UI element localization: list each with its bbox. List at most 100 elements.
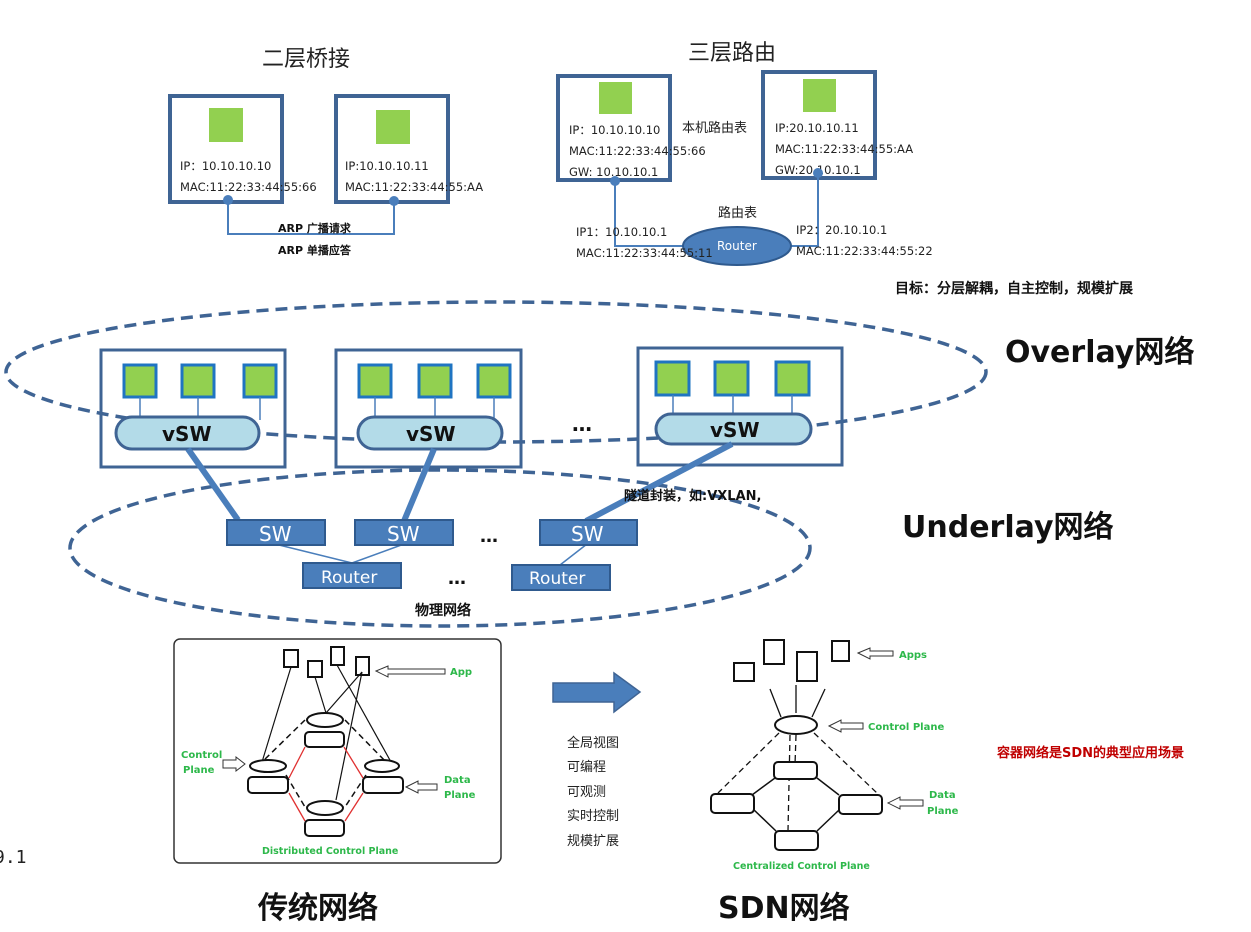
data-node	[247, 776, 289, 794]
vsw-3	[654, 412, 813, 446]
benefit-item: 可编程	[567, 760, 606, 775]
router-if2-mac: MAC:11:22:33:44:55:22	[796, 244, 933, 258]
l2-host-a-vm-icon	[209, 108, 243, 142]
app-box	[330, 646, 345, 666]
l3-host-a-mac: MAC:11:22:33:44:55:66	[569, 144, 706, 158]
underlay-switch-2	[354, 519, 454, 546]
benefit-item: 实时控制	[567, 809, 619, 824]
control-plane-arrow-icon	[222, 755, 246, 773]
l3-host-a-gw: GW: 10.10.10.1	[569, 165, 658, 179]
app-box	[831, 640, 850, 662]
app-arrow-icon	[374, 665, 446, 678]
l3-port-b	[813, 168, 823, 178]
host-2-vms	[357, 363, 512, 430]
route-table-label: 路由表	[718, 205, 757, 221]
l3-port-a	[610, 176, 620, 186]
sdn-note: 容器网络是SDN的典型应用场景	[996, 745, 1184, 761]
underlay-title: Underlay网络	[902, 510, 1114, 545]
benefit-item: 规模扩展	[567, 834, 619, 849]
router-label: Router	[717, 239, 757, 253]
local-route-table-label: 本机路由表	[682, 120, 747, 136]
control-node	[364, 759, 400, 773]
tunnel-link-3	[584, 441, 734, 524]
l2-link-line	[227, 200, 395, 235]
tunnel-link-2	[401, 447, 437, 523]
tunnel-note: 隧道封装，如:VXLAN,	[624, 488, 761, 504]
sdn-data-node	[773, 761, 818, 780]
app-box	[733, 662, 755, 682]
data-plane-label-line1: Data	[929, 790, 956, 801]
overlay-ellipsis: …	[572, 412, 592, 436]
l2-bridge-section: 二层桥接 IP：10.10.10.10 MAC:11:22:33:44:55:6…	[168, 47, 483, 257]
apps-label: Apps	[899, 650, 927, 661]
vsw-1	[114, 415, 261, 451]
goal-text: 目标：分层解耦，自主控制，规模扩展	[895, 280, 1133, 297]
l3-host-b-vm-icon	[803, 79, 836, 112]
app-box	[355, 656, 370, 676]
control-plane-label-line2: Plane	[183, 765, 215, 776]
vsw-1-label: vSW	[162, 422, 212, 446]
underlay-boundary	[68, 468, 812, 628]
l2-title: 二层桥接	[262, 47, 350, 72]
data-plane-label-line2: Plane	[927, 806, 959, 817]
l3-title: 三层路由	[688, 41, 776, 66]
router-if2-ip: IP2：20.10.10.1	[796, 223, 887, 237]
vm-icon	[242, 363, 278, 399]
l2-host-b-ip: IP:10.10.10.11	[345, 159, 429, 173]
l3-host-a-vm-icon	[599, 82, 632, 114]
control-plane-label: Control Plane	[868, 722, 944, 733]
data-node	[304, 819, 345, 837]
underlay-switch-1	[226, 519, 326, 546]
switch-ellipsis: …	[480, 526, 498, 547]
data-plane-arrow-icon	[404, 780, 438, 794]
vm-icon	[180, 363, 216, 399]
underlay-switch-1-label: SW	[259, 522, 292, 546]
l2-host-a-ip: IP：10.10.10.10	[180, 159, 271, 173]
apps-arrow-icon	[856, 647, 894, 660]
centralized-caption: Centralized Control Plane	[733, 861, 870, 872]
control-plane-label-line1: Control	[181, 750, 222, 761]
l3-link-b	[790, 173, 819, 247]
l2-port-b	[389, 196, 399, 206]
router-node	[682, 226, 792, 266]
physical-network-label: 物理网络	[415, 602, 471, 619]
underlay-router-2-label: Router	[529, 569, 585, 589]
l2-host-a-mac: MAC:11:22:33:44:55:66	[180, 180, 317, 194]
sdn-data-node	[710, 793, 755, 814]
underlay-switch-3	[539, 519, 638, 546]
transition-arrow-icon	[552, 671, 642, 714]
vm-icon	[774, 360, 811, 397]
host-1-vms	[122, 363, 278, 430]
l2-host-b-vm-icon	[376, 110, 410, 144]
benefit-item: 全局视图	[567, 735, 619, 751]
underlay-switch-3-label: SW	[571, 522, 604, 546]
l3-routing-section: 三层路由 IP：10.10.10.10 MAC:11:22:33:44:55:6…	[556, 41, 933, 266]
app-box	[307, 660, 323, 678]
underlay-switch-2-label: SW	[387, 522, 420, 546]
overlay-host-3	[636, 346, 844, 467]
corner-text: 9.1	[0, 847, 27, 868]
sdn-controller-node	[774, 715, 818, 735]
overlay-host-1	[99, 348, 287, 469]
l2-port-a	[223, 195, 233, 205]
l3-host-b-mac: MAC:11:22:33:44:55:AA	[775, 142, 913, 156]
data-plane-arrow-icon	[886, 796, 924, 810]
control-node	[306, 800, 344, 816]
underlay-section: SW SW … SW Router … Router 隧道封装，如:VXLAN,…	[68, 441, 1114, 628]
traditional-network-diagram: App Control Plane Data Plane Distributed…	[173, 638, 502, 864]
data-node	[362, 776, 404, 794]
control-node	[306, 712, 344, 728]
sdn-network-diagram: Apps Control Plane Data Plane Centralize…	[710, 639, 959, 872]
router-if1-ip: IP1：10.10.10.1	[576, 225, 667, 239]
app-box	[796, 651, 818, 682]
l2-host-b-mac: MAC:11:22:33:44:55:AA	[345, 180, 483, 194]
underlay-router-1	[302, 562, 402, 589]
app-box	[283, 649, 299, 668]
vsw-2	[356, 415, 504, 451]
data-node	[304, 731, 345, 748]
l3-link-a	[614, 181, 683, 247]
arp-unicast-label: ARP 单播应答	[278, 243, 352, 257]
router-if1-mac: MAC:11:22:33:44:55:11	[576, 246, 713, 260]
sdn-data-node	[838, 794, 883, 815]
